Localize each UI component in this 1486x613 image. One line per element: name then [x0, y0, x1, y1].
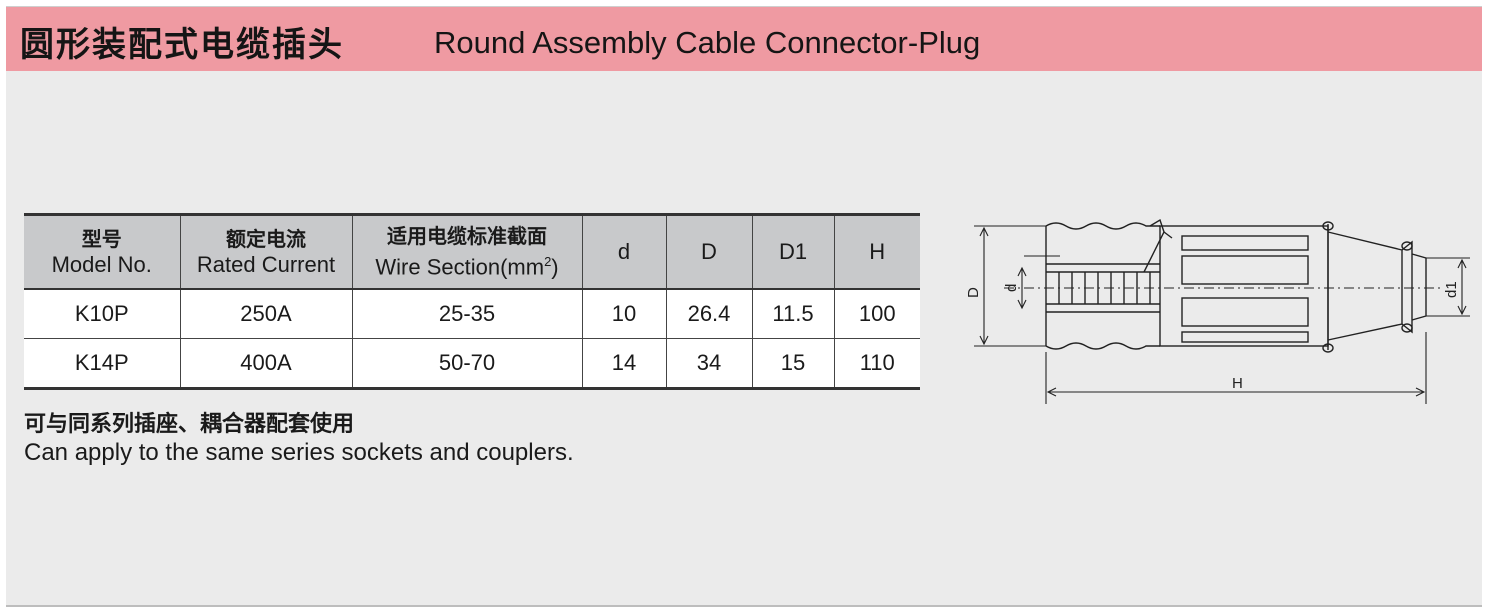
cable-section: [1045, 218, 1173, 350]
table-row: K10P 250A 25-35 10 26.4 11.5 100: [24, 289, 920, 339]
col-header-D: D: [665, 213, 752, 290]
col-header-en: Rated Current: [196, 252, 336, 277]
col-header-en: Model No.: [51, 252, 152, 277]
cell-rated-current: 250A: [179, 289, 352, 339]
spec-table: 型号 Model No. 额定电流 Rated Current 适用电缆标准截面…: [24, 213, 920, 390]
cell-H: 100: [833, 289, 920, 339]
table-row: K14P 400A 50-70 14 34 15 110: [24, 338, 920, 390]
cell-d: 10: [581, 289, 666, 339]
compatibility-note: 可与同系列插座、耦合器配套使用 Can apply to the same se…: [24, 411, 574, 467]
col-header-D1: D1: [751, 213, 834, 290]
title-english: Round Assembly Cable Connector-Plug: [434, 25, 981, 60]
cell-D: 34: [665, 338, 752, 390]
cell-D1: 11.5: [751, 289, 834, 339]
cell-wire-section: 50-70: [351, 338, 582, 390]
cell-model: K10P: [24, 289, 180, 339]
col-header-wire-section: 适用电缆标准截面 Wire Section(mm2): [351, 213, 582, 290]
col-header-rated-current: 额定电流 Rated Current: [179, 213, 352, 290]
col-header-H: H: [833, 213, 920, 290]
title-banner: 圆形装配式电缆插头 Round Assembly Cable Connector…: [6, 7, 1482, 71]
col-header-model: 型号 Model No.: [24, 213, 180, 290]
note-chinese: 可与同系列插座、耦合器配套使用: [24, 412, 355, 437]
dimension-label-d1: d1: [1443, 281, 1460, 298]
cell-D: 26.4: [665, 289, 752, 339]
col-header-zh: 额定电流: [226, 227, 306, 251]
cell-D1: 15: [751, 338, 834, 390]
col-header-en: Wire Section(mm2): [375, 254, 559, 280]
cell-rated-current: 400A: [179, 338, 352, 390]
title-chinese: 圆形装配式电缆插头: [20, 25, 344, 65]
plug-body: [1159, 221, 1427, 353]
col-header-zh: 适用电缆标准截面: [387, 224, 547, 249]
table-header-row: 型号 Model No. 额定电流 Rated Current 适用电缆标准截面…: [24, 213, 920, 290]
cell-wire-section: 25-35: [351, 289, 582, 339]
cell-d: 14: [581, 338, 666, 390]
dimension-lines: [974, 225, 1470, 404]
note-english: Can apply to the same series sockets and…: [24, 439, 574, 466]
dimension-label-D: D: [965, 287, 982, 298]
dimension-label-d: d: [1003, 284, 1020, 292]
col-header-zh: 型号: [81, 227, 122, 251]
dimension-label-H: H: [1232, 375, 1243, 392]
cell-model: K14P: [24, 338, 180, 390]
col-header-d: d: [581, 213, 666, 290]
page: 圆形装配式电缆插头 Round Assembly Cable Connector…: [6, 6, 1482, 607]
cell-H: 110: [833, 338, 920, 390]
bottom-divider: [6, 605, 1482, 607]
plug-technical-drawing: D d d1 H: [965, 218, 1470, 404]
